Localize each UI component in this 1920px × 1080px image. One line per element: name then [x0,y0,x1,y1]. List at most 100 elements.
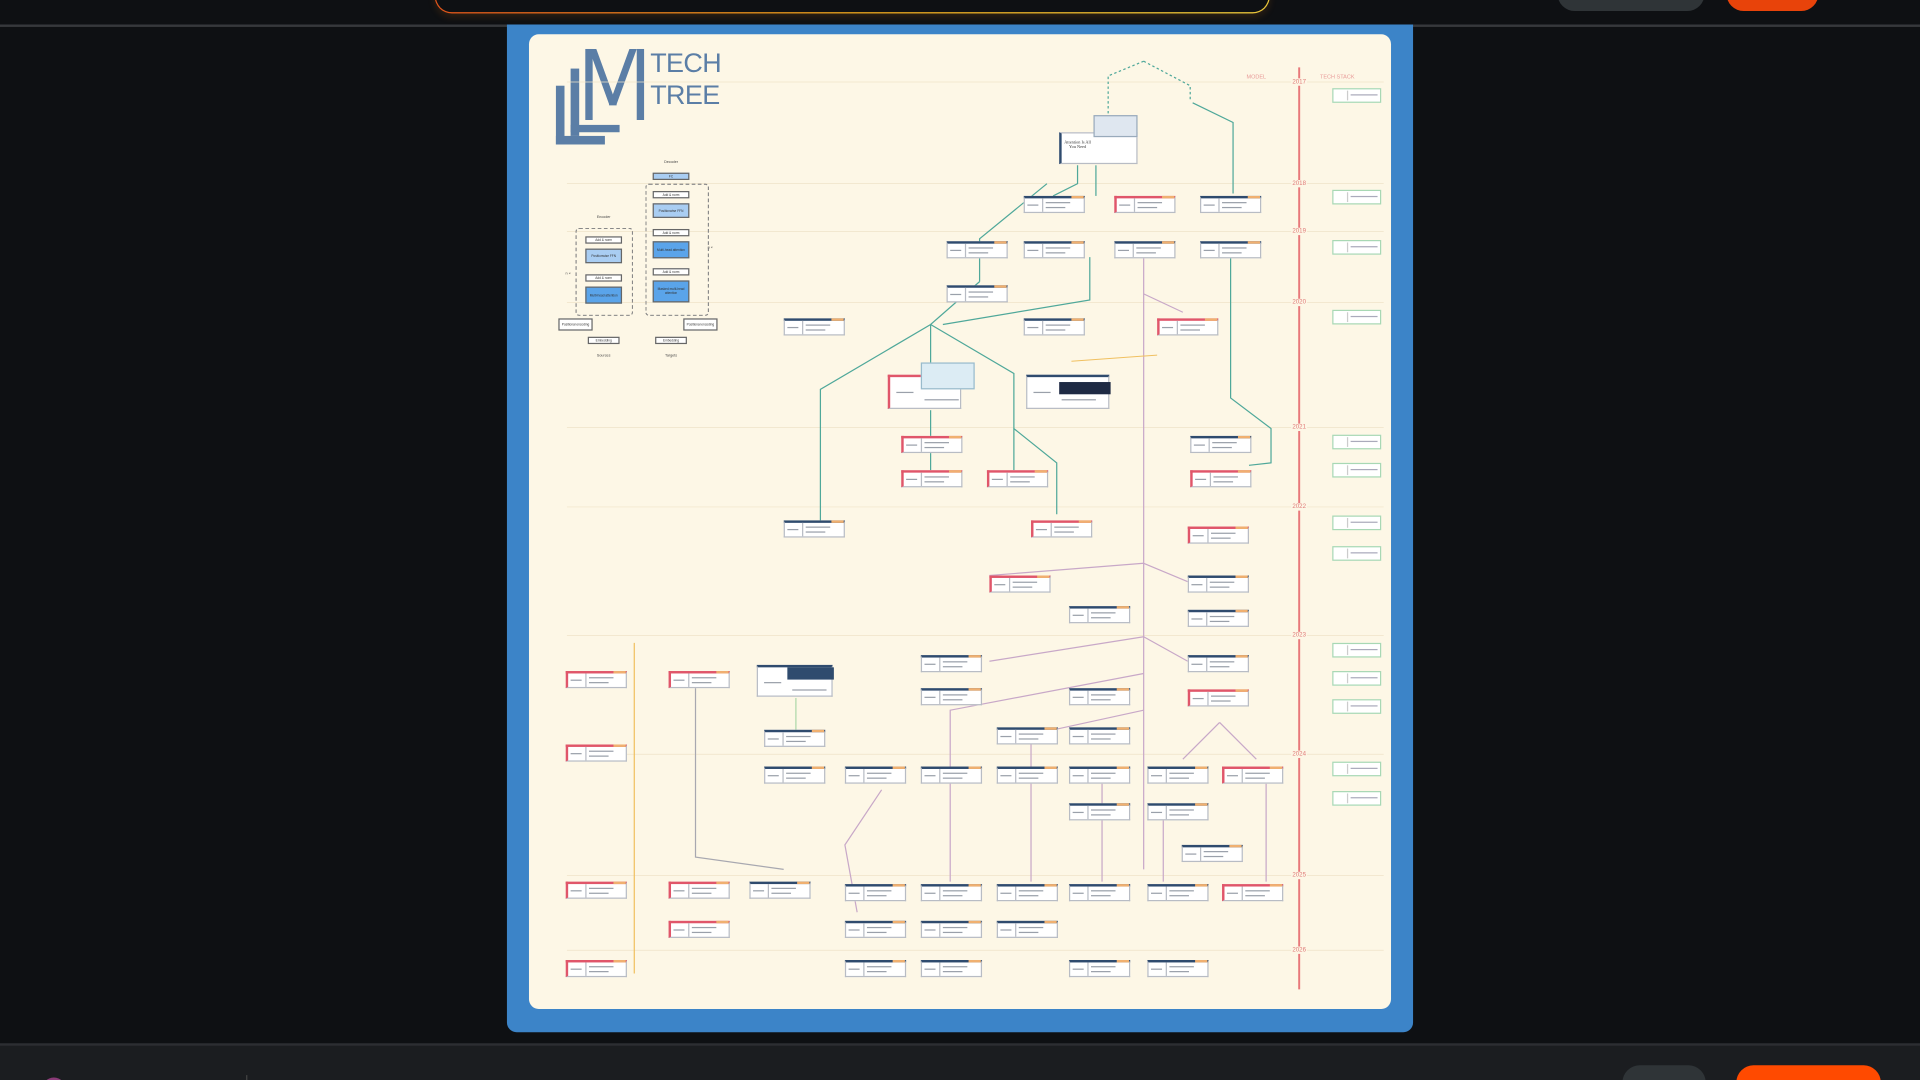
tree-node[interactable] [901,435,963,454]
connector-line [1230,257,1272,466]
tree-node[interactable] [996,884,1058,902]
tree-node[interactable] [1200,241,1262,259]
tech-stack-card[interactable] [1332,515,1382,531]
tree-node[interactable] [844,920,907,938]
tech-stack-card[interactable] [1332,761,1382,777]
tree-node[interactable] [1222,884,1284,902]
tree-node[interactable] [996,920,1058,938]
tech-stack-card[interactable] [1332,434,1382,450]
tree-node[interactable] [783,520,845,538]
tree-node[interactable] [844,960,907,978]
tree-node[interactable] [668,671,730,689]
tree-node[interactable] [565,881,627,899]
tech-stack-card[interactable] [1332,189,1382,205]
tree-node[interactable] [844,884,907,902]
tech-stack-card[interactable] [1332,546,1382,561]
connector-line [1182,722,1221,760]
tree-node[interactable] [1114,241,1176,259]
primary-button[interactable] [1726,0,1819,12]
tree-node[interactable] [1190,435,1252,454]
tree-node[interactable] [1187,609,1249,627]
tech-stack-card[interactable] [1332,240,1382,255]
tree-node[interactable] [1068,766,1131,784]
tree-node[interactable] [901,470,963,488]
tech-stack-card[interactable] [1332,642,1382,658]
tree-node[interactable] [1200,195,1262,214]
tree-node[interactable] [1068,606,1131,624]
decoder-label: Decoder [664,159,678,165]
tech-stack-card[interactable] [1332,699,1382,714]
tree-node[interactable] [783,318,845,336]
tree-node[interactable] [1157,318,1219,336]
tree-node[interactable] [1187,575,1249,593]
logo-tech: TECH [650,47,722,79]
tech-stack-card[interactable] [1332,671,1382,686]
tree-node[interactable] [1222,766,1284,784]
tech-stack-card[interactable] [1332,309,1382,325]
tree-node[interactable] [844,766,907,784]
tree-node[interactable] [946,285,1008,303]
bottom-bar [0,1043,1920,1080]
logo-tree: TREE [650,79,720,111]
connector-line [1052,165,1079,197]
column-header-tech-stack: TECH STACK [1320,73,1355,80]
tree-node[interactable] [1190,470,1252,488]
tree-node[interactable] [1147,884,1209,902]
connector-line [949,672,1144,882]
tree-node[interactable] [1187,526,1249,544]
tree-node[interactable] [565,671,627,689]
tree-node[interactable] [1068,960,1131,978]
year-label: 2024 [1291,750,1308,758]
tree-node[interactable] [946,241,1008,259]
tree-node[interactable] [1068,803,1131,821]
connector-line [989,636,1144,662]
tree-node[interactable] [1114,195,1176,214]
tree-node[interactable] [1068,727,1131,745]
prompt-input[interactable] [435,0,1270,13]
tree-node[interactable] [1023,195,1085,214]
year-label: 2018 [1291,180,1308,188]
tree-node[interactable] [920,960,983,978]
tree-node[interactable] [986,470,1049,488]
tree-node[interactable] [920,920,983,938]
tree-node[interactable] [920,884,983,902]
tree-node[interactable] [1023,241,1085,259]
tree-node[interactable] [668,920,730,938]
year-label: 2023 [1291,631,1308,640]
connector-line [989,562,1144,577]
tree-node[interactable] [1187,689,1249,707]
tree-node[interactable] [920,655,983,673]
tree-node[interactable] [996,766,1058,784]
tree-node[interactable] [565,960,627,978]
tree-node[interactable] [996,727,1058,745]
tree-node[interactable] [1147,766,1209,784]
year-label: 2022 [1291,503,1308,511]
tree-node[interactable] [1068,884,1131,902]
tree-node[interactable] [1181,844,1243,863]
llm-logo: TECH TREE [555,47,740,145]
tree-node[interactable] [1031,520,1093,538]
tree-node[interactable] [565,744,627,762]
tree-node[interactable] [1187,655,1249,673]
year-label: 2017 [1291,78,1308,86]
tree-node[interactable] [764,729,826,747]
primary-action-button[interactable] [1736,1065,1881,1080]
tech-stack-card[interactable] [1332,791,1382,806]
year-label: 2025 [1291,871,1308,880]
tree-node[interactable] [749,881,811,899]
diagram-thumbnail [920,362,975,390]
tree-node[interactable] [1023,318,1085,336]
tree-node[interactable] [989,575,1051,593]
tree-node[interactable] [1068,688,1131,706]
tree-node[interactable] [920,766,983,784]
tree-node[interactable] [920,688,983,706]
tree-node[interactable] [1147,960,1209,978]
tree-node[interactable] [1147,803,1209,821]
tech-stack-card[interactable] [1332,462,1382,478]
tree-node[interactable] [668,881,730,899]
tree-node[interactable] [764,766,826,784]
avatar[interactable] [41,1077,67,1080]
tech-stack-card[interactable] [1332,88,1382,103]
secondary-action-button[interactable] [1622,1065,1706,1080]
secondary-button[interactable] [1557,0,1705,12]
